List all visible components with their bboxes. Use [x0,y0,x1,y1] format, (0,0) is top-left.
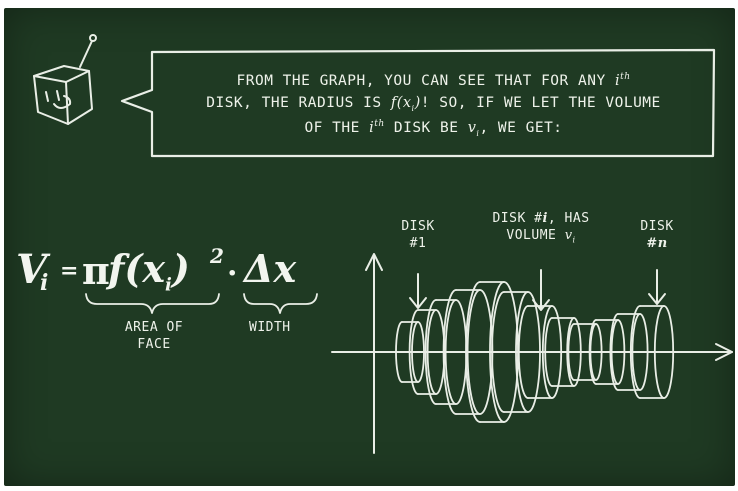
formula-power: 2 [210,244,224,268]
disk-n-label: DISK #n [640,219,674,251]
chalkboard: FROM THE GRAPH, YOU CAN SEE THAT FOR ANY… [4,8,735,486]
formula-lhs: V [16,246,48,293]
disk-stack [395,281,675,423]
area-of-face-label: AREA OF FACE [124,320,184,352]
bubble-line-3: OF THE ith DISK BE vi, WE GET: [304,119,563,138]
formula-braces [85,293,318,314]
robot-icon [33,34,97,125]
disk-4 [442,289,494,415]
formula-pi: π [82,248,110,293]
bubble-line-2: DISK, THE RADIUS IS f(xi)! SO, IF WE LET… [206,95,661,113]
formula-delta-x: Δx [244,246,297,291]
width-label: WIDTH [249,320,291,335]
chalk-drawing [33,34,733,454]
disk-11 [609,313,649,391]
bubble-line-1: FROM THE GRAPH, YOU CAN SEE THAT FOR ANY… [236,72,631,90]
formula-function: f(xi) [108,246,190,296]
disk-12 [629,305,675,399]
disk-1 [395,321,425,383]
disk-1-label: DISK #1 [401,219,435,251]
graph-axes [331,253,733,454]
formula-equals: = [60,258,79,284]
speech-bubble-outline [120,48,716,158]
formula-dot: · [227,256,238,291]
formula-lhs-subscript: i [40,270,49,296]
speech-bubble: FROM THE GRAPH, YOU CAN SEE THAT FOR ANY… [154,54,713,156]
disk-6 [491,291,541,413]
disk-i-label: DISK #i, HAS VOLUME vi [492,211,590,245]
disk-8 [544,317,582,387]
disk-7 [517,305,563,399]
disk-arrows [409,269,666,311]
